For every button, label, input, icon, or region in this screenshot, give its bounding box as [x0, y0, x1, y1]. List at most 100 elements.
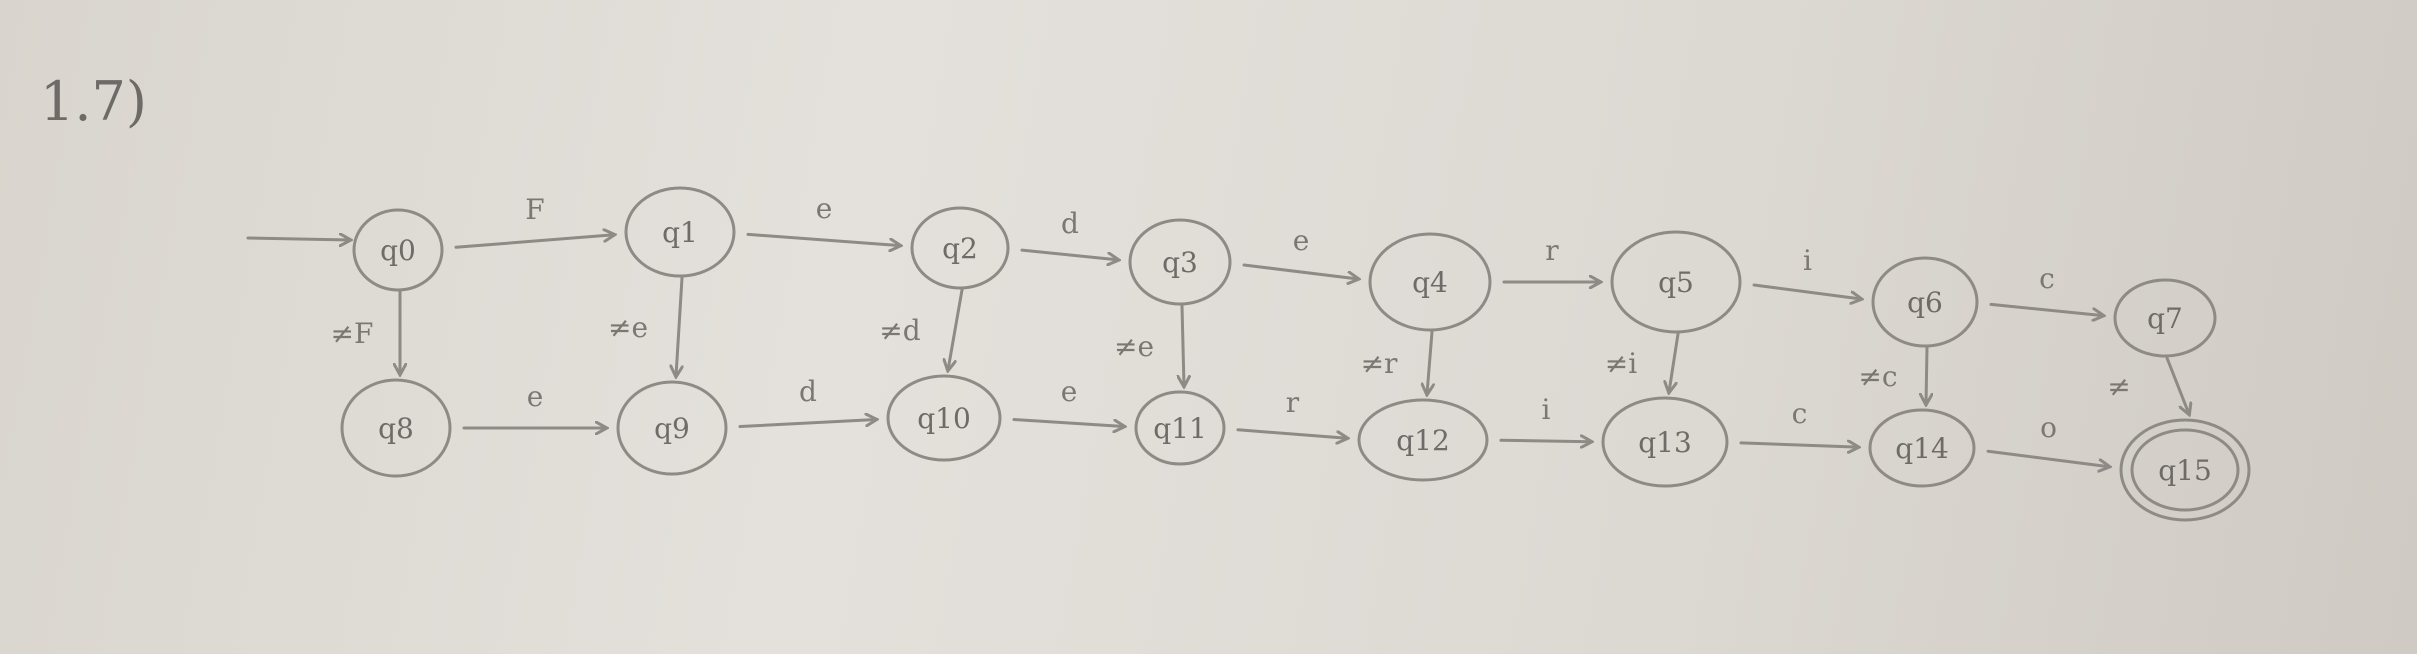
state-circle — [1868, 408, 1976, 488]
transition-q4-q5: r — [1502, 234, 1600, 282]
transition-label: ≠c — [1858, 360, 1897, 393]
transition-q4-q12: ≠r — [1361, 330, 1432, 394]
transition-q1-q2: e — [746, 192, 900, 246]
transition-arrow — [1926, 346, 1927, 404]
state-circle — [2119, 418, 2251, 522]
state-label: q6 — [1907, 286, 1943, 319]
state-circle — [886, 374, 1002, 462]
state-q0: q0 — [352, 208, 444, 292]
state-q3: q3 — [1128, 218, 1232, 306]
state-circle — [340, 378, 452, 478]
state-label: q1 — [662, 216, 698, 249]
transition-label: e — [1293, 224, 1310, 257]
state-circle — [1601, 396, 1729, 488]
state-label: q14 — [1895, 432, 1949, 465]
transition-label: i — [1803, 244, 1812, 277]
state-circle — [2113, 278, 2217, 358]
state-label: q0 — [380, 234, 416, 267]
transition-arrow — [676, 276, 682, 376]
state-circle — [1357, 398, 1489, 482]
transition-q9-q10: d — [738, 375, 876, 428]
state-circle — [352, 208, 444, 292]
transition-label: ≠i — [1605, 347, 1637, 380]
transition-q1-q9: ≠e — [608, 276, 682, 376]
transition-q0-q1: F — [454, 193, 614, 249]
transition-label: ≠e — [1114, 330, 1154, 363]
state-q6: q6 — [1871, 256, 1979, 348]
transition-q14-q15: o — [1986, 411, 2109, 467]
state-circle — [1610, 230, 1742, 334]
transition-q5-q13: ≠i — [1605, 332, 1680, 392]
state-circle — [1128, 218, 1232, 306]
transition-arrow — [1020, 248, 1118, 260]
transition-label: o — [2040, 411, 2057, 444]
transition-q5-q6: i — [1752, 244, 1861, 299]
transition-q2-q3: d — [1020, 207, 1118, 260]
transition-label: ≠F — [331, 317, 374, 350]
state-q1: q1 — [624, 186, 736, 278]
accepting-inner-circle — [2130, 428, 2240, 512]
transition-arrow — [1499, 440, 1591, 441]
transition-q8-q9: e — [462, 380, 606, 428]
transition-label: r — [1545, 234, 1559, 267]
transition-arrow — [1739, 443, 1858, 447]
state-q9: q9 — [616, 380, 728, 476]
state-circle — [1368, 232, 1492, 332]
state-label: q15 — [2158, 454, 2212, 487]
transition-label: ≠d — [879, 314, 920, 347]
transition-q7-q15: ≠ — [2107, 356, 2189, 414]
transition-label: F — [525, 193, 544, 226]
transition-q10-q11: e — [1012, 375, 1124, 427]
transition-q3-q11: ≠e — [1114, 304, 1184, 386]
state-q14: q14 — [1868, 408, 1976, 488]
start-arrow — [246, 238, 350, 240]
state-label: q3 — [1162, 246, 1198, 279]
state-q2: q2 — [910, 206, 1010, 290]
transition-q13-q14: c — [1739, 397, 1858, 447]
transition-arrow — [1752, 283, 1861, 299]
transition-q3-q4: e — [1242, 224, 1358, 279]
transition-arrow — [1012, 418, 1124, 427]
state-label: q11 — [1153, 412, 1207, 445]
transition-arrow — [738, 420, 876, 428]
transition-arrow — [746, 232, 900, 245]
state-q13: q13 — [1601, 396, 1729, 488]
transition-arrow — [2165, 356, 2189, 414]
state-q11: q11 — [1134, 390, 1226, 466]
state-circle — [624, 186, 736, 278]
state-label: q9 — [654, 412, 690, 445]
transition-q11-q12: r — [1236, 386, 1347, 438]
transition-arrow — [1669, 332, 1680, 392]
transition-q12-q13: i — [1499, 393, 1591, 442]
state-q7: q7 — [2113, 278, 2217, 358]
transition-q2-q10: ≠d — [879, 288, 964, 370]
state-circle — [910, 206, 1010, 290]
state-q4: q4 — [1368, 232, 1492, 332]
transition-arrow — [1427, 330, 1432, 394]
transition-label: ≠r — [1361, 347, 1398, 380]
transition-label: e — [527, 380, 544, 413]
transition-label: ≠e — [608, 311, 648, 344]
transition-arrow — [1989, 302, 2103, 315]
transition-arrow — [1242, 263, 1358, 279]
transition-label: ≠ — [2107, 370, 2130, 403]
state-label: q13 — [1638, 426, 1692, 459]
transition-label: c — [1792, 397, 1808, 430]
state-label: q2 — [942, 232, 978, 265]
state-label: q7 — [2147, 302, 2183, 335]
state-label: q4 — [1412, 266, 1448, 299]
state-q5: q5 — [1610, 230, 1742, 334]
transition-arrow — [948, 288, 964, 370]
state-circle — [1871, 256, 1979, 348]
transition-label: e — [1061, 375, 1078, 408]
transition-arrow — [1986, 449, 2109, 466]
state-q10: q10 — [886, 374, 1002, 462]
state-label: q10 — [917, 402, 971, 435]
state-q15: q15 — [2119, 418, 2251, 522]
state-label: q12 — [1396, 424, 1450, 457]
transition-label: d — [799, 375, 817, 408]
transition-arrow — [454, 235, 614, 249]
